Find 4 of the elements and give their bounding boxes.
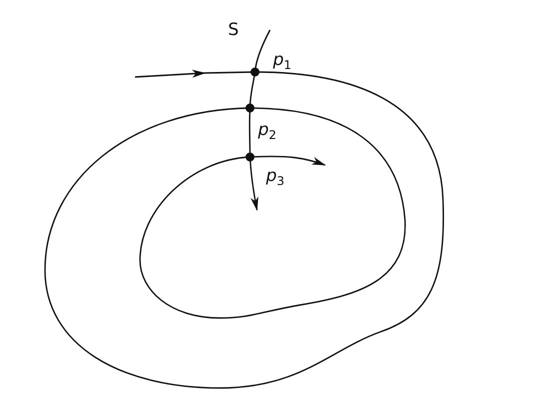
point-label: p$_{2}$ bbox=[258, 122, 276, 139]
section-label: S bbox=[228, 22, 239, 39]
point-label: p$_{1}$ bbox=[273, 52, 292, 69]
point-label: p$_{3}$ bbox=[266, 168, 284, 185]
